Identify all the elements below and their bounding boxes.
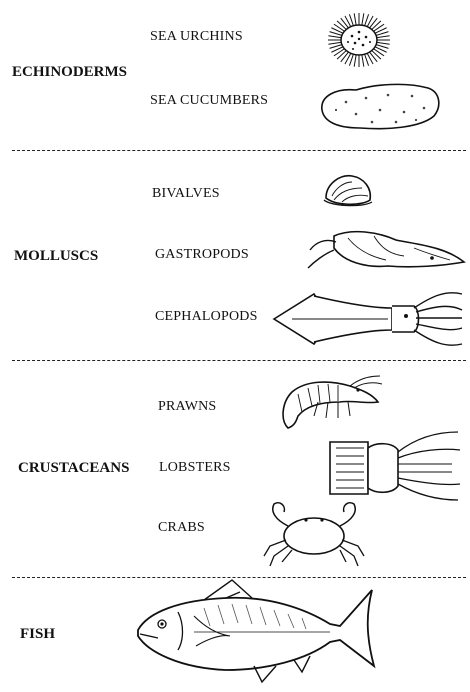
label-crabs: CRABS: [158, 520, 205, 536]
lobster-icon: [326, 428, 462, 502]
prawn-icon: [278, 372, 382, 434]
fish-icon: [134, 578, 378, 690]
divider-1: [12, 150, 466, 151]
bivalve-icon: [322, 170, 376, 210]
group-echinoderms: ECHINODERMS: [12, 64, 127, 81]
label-lobsters: LOBSTERS: [159, 460, 231, 476]
group-crustaceans: CRUSTACEANS: [18, 460, 129, 477]
cephalopod-icon: [268, 286, 466, 352]
divider-2: [12, 360, 466, 361]
label-gastropods: GASTROPODS: [155, 247, 249, 263]
label-cephalopods: CEPHALOPODS: [155, 309, 258, 325]
label-prawns: PRAWNS: [158, 399, 216, 415]
group-molluscs: MOLLUSCS: [14, 248, 98, 265]
label-sea-urchins: SEA URCHINS: [150, 29, 243, 45]
group-fish: FISH: [20, 626, 55, 643]
label-sea-cucumbers: SEA CUCUMBERS: [150, 93, 268, 109]
crab-icon: [262, 500, 366, 568]
sea-cucumber-icon: [316, 80, 444, 134]
sea-urchin-icon: [326, 8, 392, 68]
label-bivalves: BIVALVES: [152, 186, 220, 202]
gastropod-icon: [304, 226, 470, 274]
